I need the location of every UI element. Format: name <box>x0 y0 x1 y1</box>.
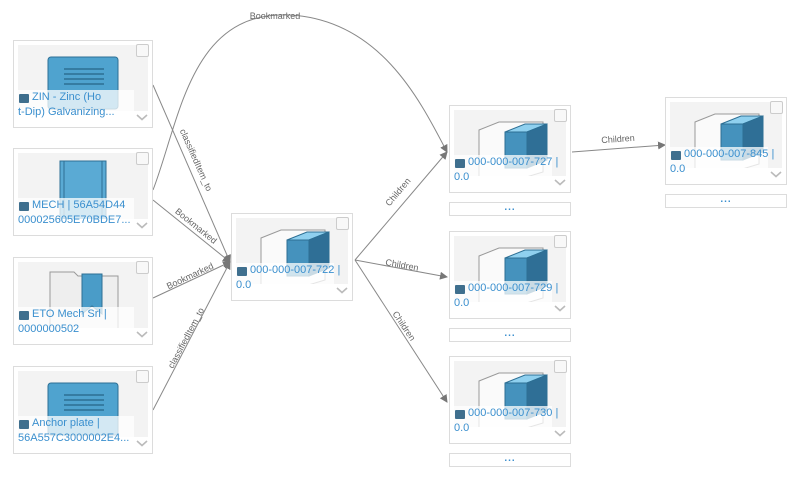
node-card-mech[interactable]: MECH | 56A54D44 000025605E70BDE7... <box>13 148 153 236</box>
node-label-line2: 0000000502 <box>18 323 80 335</box>
part-icon <box>455 410 465 419</box>
edge-children-722-730 <box>354 259 448 403</box>
chevron-down-icon[interactable] <box>554 430 566 437</box>
chevron-down-icon[interactable] <box>554 179 566 186</box>
node-label[interactable]: 000-000-007-727 | 0.0 <box>454 155 559 189</box>
node-label[interactable]: 000-000-007-729 | 0.0 <box>454 281 559 315</box>
node-label[interactable]: 000-000-007-730 | 0.0 <box>454 406 559 440</box>
node-label-line1: Anchor plate | <box>32 417 100 429</box>
select-checkbox[interactable] <box>136 44 149 57</box>
edge-bookmarked-mech-722 <box>152 199 231 263</box>
node-card-n730[interactable]: 000-000-007-730 | 0.0 <box>449 356 571 444</box>
node-label-line2: 56A557C3000002E4... <box>18 432 130 444</box>
node-label-line2: 0.0 <box>454 297 470 309</box>
node-card-n845[interactable]: 000-000-007-845 | 0.0 <box>665 97 787 185</box>
folder-bookmark-icon <box>19 311 29 320</box>
expand-more-button[interactable]: ... <box>449 202 571 216</box>
document-icon <box>19 94 29 103</box>
chevron-down-icon[interactable] <box>136 222 148 229</box>
node-label-line2: 000025605E70BDE7... <box>18 214 131 226</box>
edge-children-727-845 <box>571 141 666 153</box>
edge-classified-zin-722 <box>152 84 231 263</box>
node-label[interactable]: 000-000-007-722 | 0.0 <box>236 263 341 297</box>
node-label-line1: ZIN - Zinc (Ho <box>32 91 102 103</box>
edge-classified-anchor-722 <box>152 261 231 411</box>
node-label[interactable]: ETO Mech Srl | 0000000502 <box>18 307 134 341</box>
node-card-n722[interactable]: 000-000-007-722 | 0.0 <box>231 213 353 301</box>
document-icon <box>19 420 29 429</box>
chevron-down-icon[interactable] <box>336 287 348 294</box>
expand-more-button[interactable]: ... <box>665 194 787 208</box>
node-card-eto[interactable]: ETO Mech Srl | 0000000502 <box>13 257 153 345</box>
node-card-n727[interactable]: 000-000-007-727 | 0.0 <box>449 105 571 193</box>
edge-bookmarked-eto-722 <box>152 261 231 299</box>
node-card-anchor[interactable]: Anchor plate | 56A557C3000002E4... <box>13 366 153 454</box>
node-label[interactable]: MECH | 56A54D44 000025605E70BDE7... <box>18 198 134 232</box>
chevron-down-icon[interactable] <box>136 331 148 338</box>
node-label-line2: 0.0 <box>454 171 470 183</box>
edge-children-722-729 <box>354 259 448 280</box>
node-label-line1: 000-000-007-730 | <box>468 407 559 419</box>
edge-label: Bookmarked <box>249 11 301 21</box>
node-label-line1: 000-000-007-727 | <box>468 156 559 168</box>
select-checkbox[interactable] <box>136 152 149 165</box>
select-checkbox[interactable] <box>136 370 149 383</box>
node-label[interactable]: ZIN - Zinc (Ho t-Dip) Galvanizing... <box>18 90 134 124</box>
node-label-line2: 0.0 <box>236 279 252 291</box>
node-label-line1: ETO Mech Srl | <box>32 308 107 320</box>
select-checkbox[interactable] <box>136 261 149 274</box>
part-icon <box>237 267 247 276</box>
node-label-line1: 000-000-007-845 | <box>684 148 775 160</box>
select-checkbox[interactable] <box>554 235 567 248</box>
select-checkbox[interactable] <box>336 217 349 230</box>
node-label-line2: 0.0 <box>454 422 470 434</box>
node-label[interactable]: Anchor plate | 56A557C3000002E4... <box>18 416 134 450</box>
node-card-n729[interactable]: 000-000-007-729 | 0.0 <box>449 231 571 319</box>
expand-more-button[interactable]: ... <box>449 453 571 467</box>
bookmark-icon <box>19 202 29 211</box>
node-label-line1: 000-000-007-722 | <box>250 264 341 276</box>
node-label-line2: t-Dip) Galvanizing... <box>18 106 115 118</box>
select-checkbox[interactable] <box>770 101 783 114</box>
chevron-down-icon[interactable] <box>554 305 566 312</box>
node-label[interactable]: 000-000-007-845 | 0.0 <box>670 147 775 181</box>
node-label-line1: 000-000-007-729 | <box>468 282 559 294</box>
chevron-down-icon[interactable] <box>770 171 782 178</box>
part-icon <box>671 151 681 160</box>
node-card-zin[interactable]: ZIN - Zinc (Ho t-Dip) Galvanizing... <box>13 40 153 128</box>
edge-children-722-727 <box>354 151 448 261</box>
part-icon <box>455 159 465 168</box>
expand-more-button[interactable]: ... <box>449 328 571 342</box>
node-label-line2: 0.0 <box>670 163 686 175</box>
chevron-down-icon[interactable] <box>136 440 148 447</box>
select-checkbox[interactable] <box>554 360 567 373</box>
node-label-line1: MECH | 56A54D44 <box>32 199 126 211</box>
select-checkbox[interactable] <box>554 109 567 122</box>
edge-bookmarked-mech-727 <box>152 14 448 191</box>
chevron-down-icon[interactable] <box>136 114 148 121</box>
part-icon <box>455 285 465 294</box>
